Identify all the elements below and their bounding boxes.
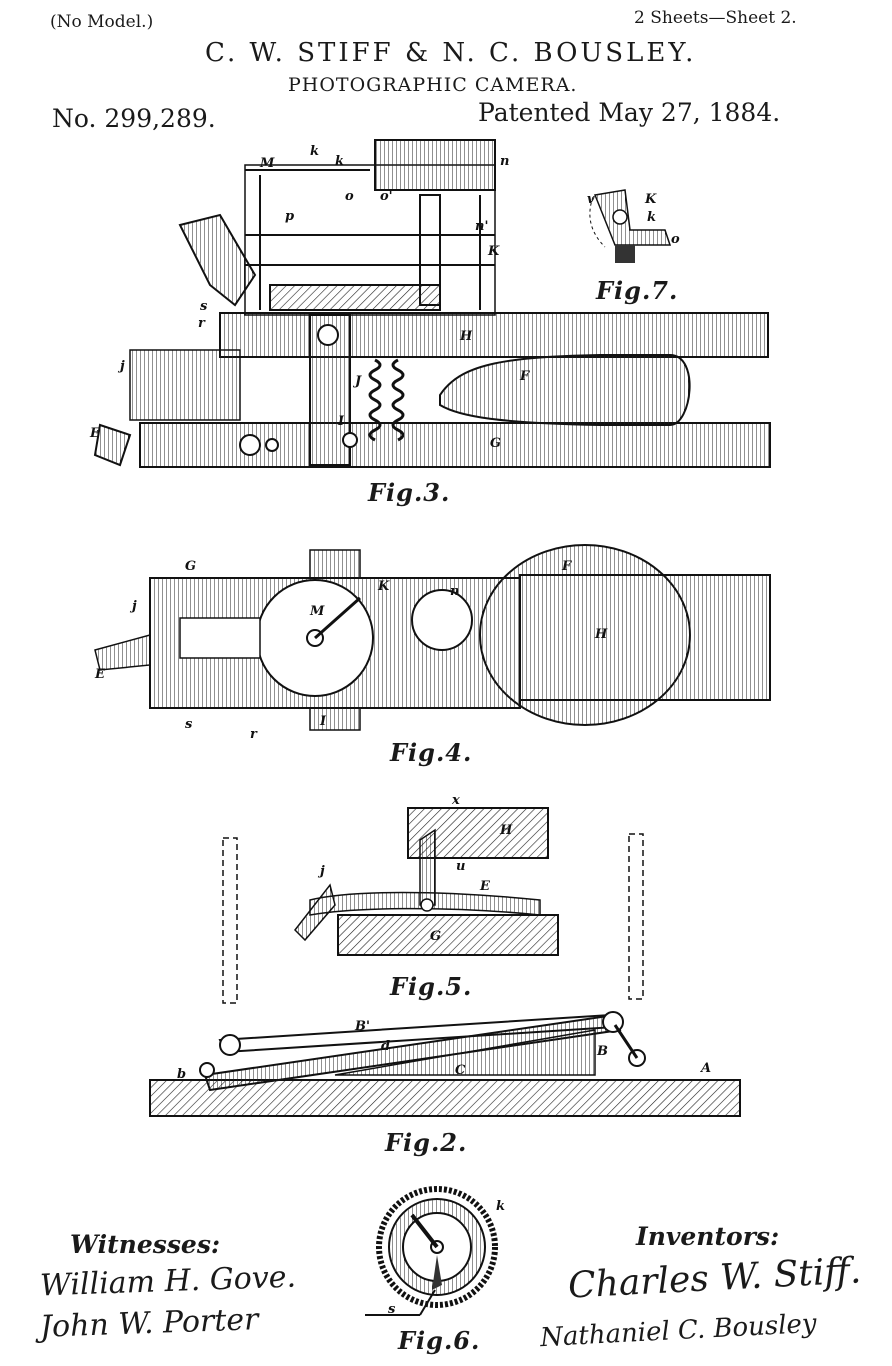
patent-title: PHOTOGRAPHIC CAMERA.	[288, 74, 578, 96]
inventor-signature-2: Nathaniel C. Bousley	[539, 1308, 818, 1354]
fig2-label-B: B	[596, 1044, 608, 1059]
fig4-label-n: n	[450, 584, 459, 599]
fig4-caption: Fig.4.	[390, 738, 473, 767]
fig2-drawing: B' B b d C A	[149, 833, 741, 1117]
fig6-label-s: s	[388, 1302, 396, 1317]
fig5-label-x: x	[451, 793, 460, 808]
fig2-caption: Fig.2.	[385, 1128, 468, 1157]
inventors-label: Inventors:	[636, 1222, 780, 1251]
fig4-label-G: G	[185, 559, 196, 574]
fig7-label-k: k	[647, 210, 656, 225]
fig6-drawing: k s	[365, 1186, 505, 1317]
fig2-label-C: C	[455, 1063, 466, 1078]
fig2-label-b: b	[177, 1067, 186, 1082]
fig3-label-I: I	[337, 414, 345, 429]
fig3-label-o: o	[345, 189, 354, 204]
model-note: (No Model.)	[50, 12, 154, 32]
fig3-label-H: H	[459, 329, 473, 344]
fig4-label-H: H	[594, 627, 608, 642]
fig4-label-K: K	[377, 579, 390, 594]
fig3-label-K: K	[487, 244, 500, 259]
fig4-drawing: G j E M K n F H I s r	[94, 544, 771, 742]
fig4-label-j: j	[129, 599, 137, 614]
fig3-label-j: j	[117, 359, 125, 374]
inventors-heading: C. W. STIFF & N. C. BOUSLEY.	[205, 38, 697, 68]
fig4-label-I: I	[319, 714, 327, 729]
fig4-label-r: r	[250, 727, 258, 742]
fig3-label-J: J	[352, 374, 362, 389]
fig5-label-H: H	[499, 823, 513, 838]
fig3-drawing: M k k n o o' n' p K r s H F J j E G I	[89, 139, 771, 468]
fig3-caption: Fig.3.	[368, 478, 451, 507]
fig7-label-o: o	[671, 232, 680, 247]
fig3-label-E: E	[89, 426, 101, 441]
fig3-label-s: s	[200, 299, 208, 314]
fig7-label-v: v	[587, 192, 595, 207]
fig7-drawing: v K k o	[587, 189, 680, 263]
witnesses-label: Witnesses:	[70, 1230, 221, 1259]
fig7-caption: Fig.7.	[596, 276, 679, 305]
fig3-label-k2: k	[335, 154, 344, 169]
fig2-label-d: d	[381, 1039, 390, 1054]
fig3-label-k1: k	[310, 144, 319, 159]
fig2-label-A: A	[699, 1061, 711, 1076]
inventor-signature-1: Charles W. Stiff.	[567, 1250, 863, 1307]
fig3-label-n-prime: n'	[475, 219, 488, 234]
fig5-drawing: x H j E G u	[294, 793, 559, 956]
fig3-label-p: p	[285, 209, 294, 224]
fig4-label-s: s	[185, 717, 193, 732]
fig4-label-F: F	[561, 559, 572, 574]
fig3-label-F: F	[519, 369, 530, 384]
fig5-label-j: j	[317, 864, 325, 879]
fig3-label-G: G	[490, 436, 501, 451]
sheet-number: 2 Sheets—Sheet 2.	[634, 8, 797, 28]
fig4-label-E: E	[94, 667, 106, 682]
patent-number: No. 299,289.	[52, 104, 216, 133]
fig5-label-u: u	[456, 859, 465, 874]
fig3-label-M: M	[259, 156, 275, 171]
fig5-label-E: E	[479, 879, 491, 894]
fig6-caption: Fig.6.	[398, 1326, 481, 1355]
fig3-label-o-prime: o'	[380, 189, 393, 204]
fig5-caption: Fig.5.	[390, 972, 473, 1001]
fig6-label-k: k	[496, 1199, 505, 1214]
fig3-label-r: r	[198, 316, 206, 331]
fig5-label-G: G	[430, 929, 441, 944]
witness-signature-1: William H. Gove.	[39, 1259, 297, 1304]
fig2-label-B-prime: B'	[354, 1019, 370, 1034]
fig4-label-M: M	[309, 604, 325, 619]
witness-signature-2: John W. Porter	[39, 1302, 259, 1345]
patent-date: Patented May 27, 1884.	[478, 98, 781, 127]
fig3-label-n: n	[500, 154, 509, 169]
fig7-label-K: K	[644, 192, 657, 207]
